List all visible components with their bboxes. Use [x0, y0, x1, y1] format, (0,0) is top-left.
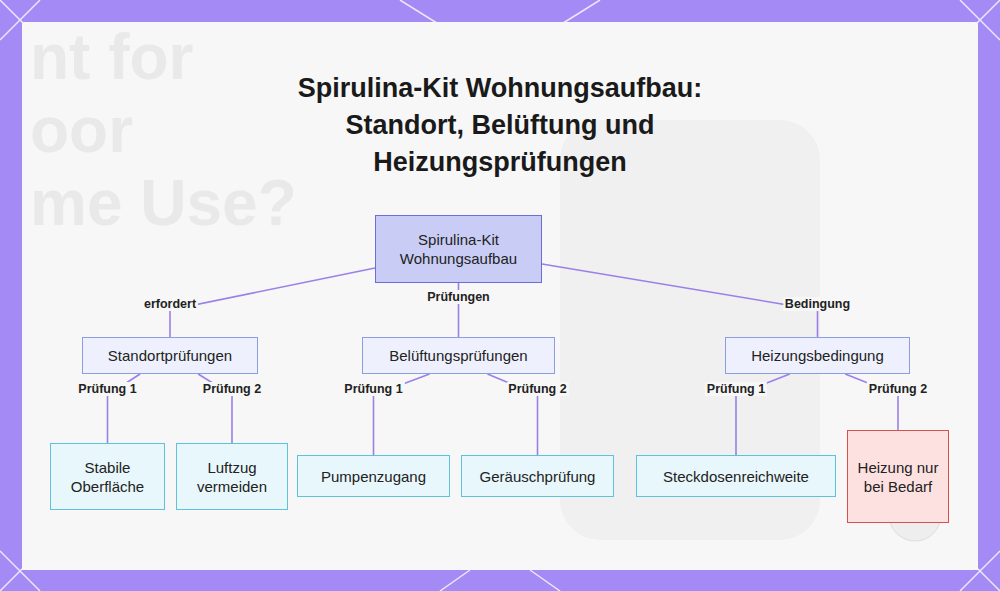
watermark: me Use?	[30, 168, 297, 238]
node-text-group: Heizung nur bei Bedarf	[852, 458, 944, 496]
node-text: Heizung nur bei Bedarf	[852, 458, 944, 496]
node-text: Stabile Oberfläche	[55, 458, 160, 496]
category-box: Belüftungsprüfungen	[362, 337, 555, 374]
edge-label: erfordert	[142, 297, 198, 311]
check-box: Geräuschprüfung	[461, 455, 614, 497]
node-text-group: Spirulina-Kit Wohnungsaufbau	[380, 230, 537, 268]
check-box: Pumpenzugang	[297, 455, 450, 497]
check-box: Stabile Oberfläche	[50, 443, 165, 510]
node-text-group: Heizungsbedingung	[751, 346, 884, 365]
node-text-group: Pumpenzugang	[321, 467, 426, 486]
watermark: nt for	[30, 22, 194, 92]
node-text-group: Geräuschprüfung	[480, 467, 596, 486]
node-text: Steckdosenreichweite	[663, 467, 809, 486]
edge-label: Bedingung	[783, 297, 852, 311]
edge-label: Prüfung 2	[506, 382, 568, 396]
node-text-group: Belüftungsprüfungen	[389, 346, 527, 365]
diagram-title: Spirulina-Kit Wohnungsaufbau: Standort, …	[250, 70, 750, 181]
edge-label: Prüfung 1	[705, 382, 767, 396]
edge-label: Prüfung 2	[867, 382, 929, 396]
category-box: Heizungsbedingung	[725, 337, 910, 374]
connector-line	[170, 268, 375, 337]
node-text: Geräuschprüfung	[480, 467, 596, 486]
node-text: Spirulina-Kit Wohnungsaufbau	[380, 230, 537, 268]
category-box: Standortprüfungen	[82, 337, 258, 374]
edge-label: Prüfungen	[425, 290, 492, 304]
node-text: Belüftungsprüfungen	[389, 346, 527, 365]
check-box: Luftzug vermeiden	[176, 443, 288, 510]
edge-label: Prüfung 2	[201, 382, 263, 396]
root-box: Spirulina-Kit Wohnungsaufbau	[375, 215, 542, 283]
white-panel	[22, 22, 978, 570]
edge-label: Prüfung 1	[76, 382, 138, 396]
edge-label: Prüfung 1	[342, 382, 404, 396]
node-text: Standortprüfungen	[108, 346, 232, 365]
watermark: oor	[30, 95, 133, 165]
node-text-group: Steckdosenreichweite	[663, 467, 809, 486]
check-box: Steckdosenreichweite	[636, 455, 836, 497]
connector-line	[542, 264, 818, 337]
node-text-group: Standortprüfungen	[108, 346, 232, 365]
node-text-group: Luftzug vermeiden	[181, 458, 283, 496]
node-text: Pumpenzugang	[321, 467, 426, 486]
node-text: Heizungsbedingung	[751, 346, 884, 365]
warning-box: Heizung nur bei Bedarf	[847, 430, 949, 523]
node-text-group: Stabile Oberfläche	[55, 458, 160, 496]
node-text: Luftzug vermeiden	[181, 458, 283, 496]
